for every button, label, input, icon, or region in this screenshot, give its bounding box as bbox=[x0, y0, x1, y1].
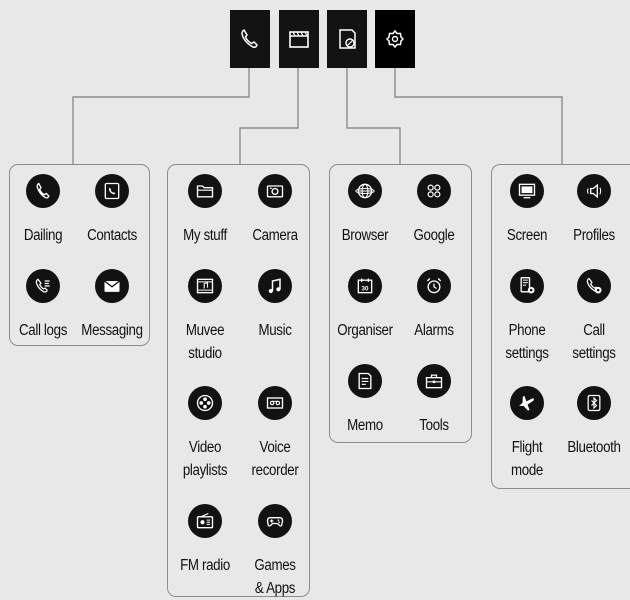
menu-item-label: Profiles bbox=[573, 227, 615, 244]
menu-item-label: Dailing bbox=[23, 227, 63, 244]
menu-item-memo[interactable]: Memo bbox=[325, 364, 405, 437]
phone-tab[interactable] bbox=[230, 10, 270, 68]
google-icon bbox=[417, 174, 451, 208]
connector-multimedia bbox=[239, 68, 299, 164]
menu-item-label: Flight mode bbox=[511, 439, 543, 479]
menu-item-label: Call settings bbox=[572, 322, 616, 362]
connector-utilities bbox=[346, 68, 401, 164]
envelope-icon bbox=[95, 269, 129, 303]
menu-item-label: Screen bbox=[506, 227, 548, 244]
connector-phone bbox=[72, 68, 250, 164]
menu-item-call-settings[interactable]: Call settings bbox=[554, 269, 630, 365]
connector-settings bbox=[394, 68, 563, 164]
menu-item-tools[interactable]: Tools bbox=[394, 364, 474, 437]
multimedia-tab[interactable] bbox=[279, 10, 319, 68]
bluetooth-icon bbox=[577, 386, 611, 420]
menu-item-label: Video playlists bbox=[182, 439, 228, 479]
phone-icon bbox=[241, 29, 258, 48]
cassette-icon bbox=[258, 386, 292, 420]
gamepad-icon bbox=[258, 504, 292, 538]
call-settings-icon bbox=[577, 269, 611, 303]
menu-item-label: Memo bbox=[347, 417, 383, 434]
utilities-tab[interactable] bbox=[327, 10, 367, 68]
menu-item-contacts[interactable]: Contacts bbox=[72, 174, 152, 247]
phone-panel: Dailing Contacts Call logs Messaging bbox=[9, 164, 150, 346]
organiser-icon bbox=[339, 29, 356, 49]
multimedia-panel: My stuff Camera Muvee studio Music Video… bbox=[167, 164, 310, 597]
menu-item-phone-settings[interactable]: Phone settings bbox=[487, 269, 567, 365]
menu-item-muvee-studio[interactable]: Muvee studio bbox=[165, 269, 245, 365]
menu-item-label: Bluetooth bbox=[567, 439, 621, 456]
memo-icon bbox=[348, 364, 382, 398]
menu-item-label: Music bbox=[258, 322, 292, 339]
calendar-icon: 30 bbox=[348, 269, 382, 303]
contacts-icon bbox=[95, 174, 129, 208]
menu-item-label: Alarms bbox=[414, 322, 454, 339]
menu-item-label: Organiser bbox=[337, 322, 393, 339]
menu-item-bluetooth[interactable]: Bluetooth bbox=[554, 386, 630, 459]
toolbox-icon bbox=[417, 364, 451, 398]
music-note-icon bbox=[258, 269, 292, 303]
camera-icon bbox=[258, 174, 292, 208]
menu-item-my-stuff[interactable]: My stuff bbox=[165, 174, 245, 247]
menu-item-label: Games & Apps bbox=[254, 557, 296, 597]
call-log-icon bbox=[26, 269, 60, 303]
film-icon bbox=[188, 269, 222, 303]
menu-item-dailing[interactable]: Dailing bbox=[3, 174, 83, 247]
menu-item-fm-radio[interactable]: FM radio bbox=[165, 504, 245, 577]
speaker-icon bbox=[577, 174, 611, 208]
menu-item-organiser[interactable]: 30 Organiser bbox=[325, 269, 405, 342]
menu-item-label: Contacts bbox=[87, 227, 137, 244]
phone-icon bbox=[26, 174, 60, 208]
menu-item-screen[interactable]: Screen bbox=[487, 174, 567, 247]
phone-settings-icon bbox=[510, 269, 544, 303]
menu-item-voice-recorder[interactable]: Voice recorder bbox=[235, 386, 315, 482]
menu-item-browser[interactable]: Browser bbox=[325, 174, 405, 247]
menu-item-music[interactable]: Music bbox=[235, 269, 315, 342]
globe-icon bbox=[348, 174, 382, 208]
menu-item-label: Call logs bbox=[18, 322, 68, 339]
menu-item-label: Voice recorder bbox=[251, 439, 299, 479]
gear-icon bbox=[385, 29, 405, 49]
menu-item-video-playlists[interactable]: Video playlists bbox=[165, 386, 245, 482]
menu-item-label: Camera bbox=[252, 227, 298, 244]
menu-item-games-apps[interactable]: Games & Apps bbox=[235, 504, 315, 600]
screen-icon bbox=[510, 174, 544, 208]
menu-item-label: Phone settings bbox=[505, 322, 549, 362]
folder-icon bbox=[188, 174, 222, 208]
clapperboard-icon bbox=[289, 31, 309, 48]
menu-item-google[interactable]: Google bbox=[394, 174, 474, 247]
menu-item-camera[interactable]: Camera bbox=[235, 174, 315, 247]
menu-item-label: My stuff bbox=[183, 227, 227, 244]
settings-tab[interactable] bbox=[375, 10, 415, 68]
menu-item-call-logs[interactable]: Call logs bbox=[3, 269, 83, 342]
menu-item-label: Browser bbox=[341, 227, 389, 244]
menu-item-label: Tools bbox=[419, 417, 449, 434]
settings-panel: Screen Profiles Phone settings Call sett… bbox=[491, 164, 630, 489]
alarm-clock-icon bbox=[417, 269, 451, 303]
svg-text:30: 30 bbox=[362, 286, 369, 293]
radio-icon bbox=[188, 504, 222, 538]
menu-item-label: FM radio bbox=[180, 557, 230, 574]
film-reel-icon bbox=[188, 386, 222, 420]
menu-item-label: Muvee studio bbox=[185, 322, 225, 362]
menu-item-messaging[interactable]: Messaging bbox=[72, 269, 152, 342]
utilities-panel: Browser Google 30 Organiser Alarms Memo … bbox=[329, 164, 472, 443]
menu-item-flight-mode[interactable]: Flight mode bbox=[487, 386, 567, 482]
menu-item-label: Google bbox=[413, 227, 455, 244]
menu-item-label: Messaging bbox=[81, 322, 143, 339]
airplane-icon bbox=[510, 386, 544, 420]
menu-item-alarms[interactable]: Alarms bbox=[394, 269, 474, 342]
menu-item-profiles[interactable]: Profiles bbox=[554, 174, 630, 247]
